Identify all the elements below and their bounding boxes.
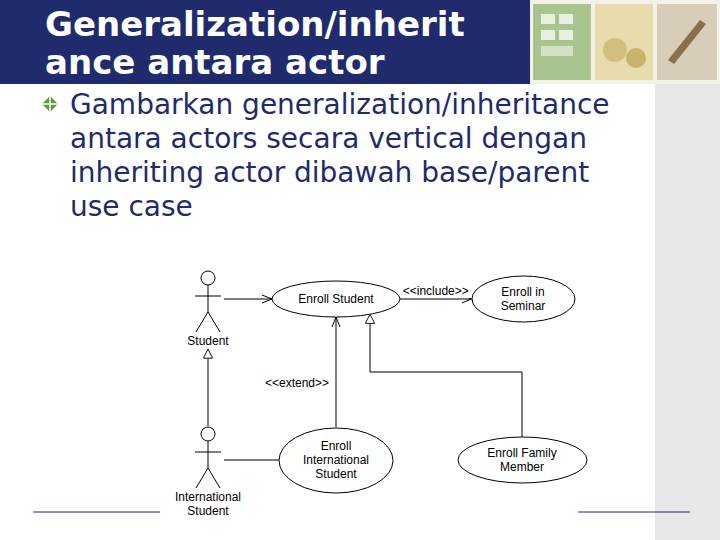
actor-label: International Student [168, 490, 248, 518]
generalization-line [370, 314, 522, 437]
node-text: Enroll International Student [297, 439, 375, 481]
slide-title: Generalization/inherit ance antara actor [45, 5, 515, 81]
ellipse-label: Enroll Student [298, 292, 373, 306]
include-line [400, 299, 472, 300]
node-text: Enroll in Seminar [488, 285, 558, 313]
header-photo-strip [530, 0, 720, 84]
actor-body [195, 285, 221, 332]
actor-label: Student [178, 334, 238, 348]
photo-detail [603, 38, 627, 62]
photo-detail [559, 14, 573, 24]
association-line [224, 460, 279, 461]
footer-rule [578, 512, 690, 513]
ellipse-shape [279, 428, 393, 493]
edge-label: <<include>> [401, 284, 471, 298]
use-case-ellipse: Enroll in Seminar [471, 275, 576, 323]
edge-label: <<extend>> [263, 376, 331, 390]
bullet-ornament-cut [42, 96, 58, 112]
association-line [224, 299, 272, 300]
photo-detail [668, 20, 706, 64]
ellipse-shape [458, 437, 587, 483]
generalization-line [208, 349, 209, 426]
photo-detail [541, 14, 555, 24]
ellipse-label: Enroll in Seminar [488, 285, 558, 313]
node-text: Student [178, 334, 238, 348]
node-text: Enroll Family Member [477, 446, 567, 474]
bullet-text: Gambarkan generalization/inheritance ant… [70, 88, 612, 224]
header-photo [533, 4, 591, 80]
ellipse-shape [272, 281, 400, 317]
stick-figure [193, 426, 223, 490]
photo-detail [626, 48, 646, 68]
photo-detail [559, 30, 573, 40]
use-case-ellipse: Enroll International Student [278, 427, 394, 494]
node-text: International Student [168, 490, 248, 518]
side-panel [655, 84, 720, 540]
stick-figure [193, 270, 223, 334]
title-bar [0, 0, 530, 84]
ellipse-label: Enroll Family Member [477, 446, 567, 474]
actor-node: International Student [168, 426, 248, 518]
use-case-ellipse: Enroll Family Member [457, 436, 588, 484]
ellipse-label: Enroll International Student [297, 439, 375, 481]
bullet-ornament [42, 96, 58, 112]
extend-line [336, 317, 337, 428]
actor-node: Student [178, 270, 238, 348]
photo-detail [541, 30, 555, 40]
header-photo [595, 4, 653, 80]
node-text: Enroll Student [298, 292, 373, 306]
use-case-ellipse: Enroll Student [271, 280, 401, 318]
ellipse-shape [472, 276, 575, 322]
actor-head [201, 271, 215, 285]
header-photo [657, 4, 717, 80]
photo-detail [541, 46, 573, 56]
footer-rule [33, 512, 160, 513]
actor-head [201, 427, 215, 441]
actor-body [195, 441, 221, 488]
